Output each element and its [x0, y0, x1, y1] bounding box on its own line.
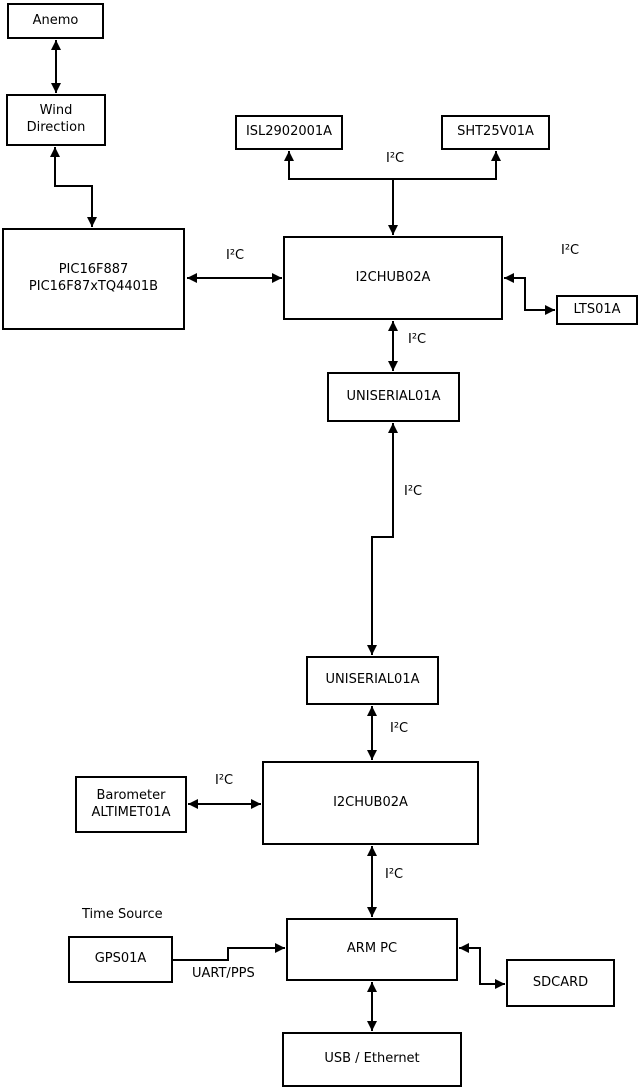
edge-label-i2c-pic-hub: I²C	[226, 248, 245, 263]
box-gps01a: GPS01A	[68, 936, 173, 983]
box-uniserial01a-bottom: UNISERIAL01A	[306, 656, 439, 705]
edge-label-i2c-uniserial-link: I²C	[404, 484, 423, 499]
box-usb-ethernet: USB / Ethernet	[282, 1032, 462, 1087]
box-uniserial01a-top: UNISERIAL01A	[327, 372, 460, 422]
box-barometer-altimet01a: Barometer ALTIMET01A	[75, 776, 187, 833]
edge-label-i2c-hub-uniserial: I²C	[408, 332, 427, 347]
edge-label-i2c-barometer-hub: I²C	[215, 773, 234, 788]
edge-label-i2c-hub-armpc: I²C	[385, 867, 404, 882]
connector-winddirection-pic	[50, 147, 97, 227]
connector-armpc-sdcard	[459, 943, 505, 989]
connector-hub-top-lts	[504, 273, 555, 315]
edge-label-uart-pps: UART/PPS	[192, 966, 255, 981]
box-i2chub02a-bottom: I2CHUB02A	[262, 761, 479, 845]
box-arm-pc: ARM PC	[286, 918, 458, 981]
connector-gps-armpc	[173, 943, 285, 961]
label-time-source: Time Source	[82, 907, 163, 922]
box-sdcard: SDCARD	[506, 959, 615, 1007]
edge-label-i2c-bus-top: I²C	[386, 151, 405, 166]
edge-label-i2c-uniserial-hub: I²C	[390, 721, 409, 736]
connector-uniserial-top-uniserial-bottom	[367, 423, 398, 655]
edge-label-i2c-hub-lts: I²C	[561, 243, 580, 258]
box-lts01a: LTS01A	[556, 295, 638, 325]
box-isl2902001a: ISL2902001A	[235, 115, 343, 150]
box-i2chub02a-top: I2CHUB02A	[283, 236, 503, 320]
box-wind-direction: Wind Direction	[6, 94, 106, 146]
box-pic16f887: PIC16F887 PIC16F87xTQ4401B	[2, 228, 185, 330]
box-anemo: Anemo	[7, 3, 104, 39]
box-sht25v01a: SHT25V01A	[441, 115, 550, 150]
